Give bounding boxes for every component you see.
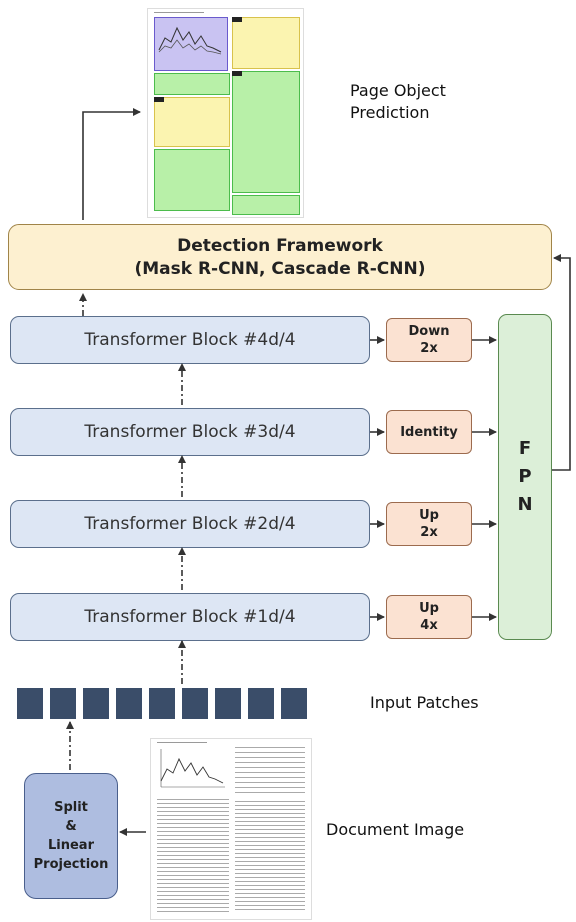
- input-patch: [50, 688, 76, 719]
- fpn-label: F P N: [517, 438, 533, 515]
- transformer-block-2: Transformer Block #2d/4: [10, 500, 370, 548]
- document-image-label: Document Image: [326, 820, 465, 839]
- fpn-box: F P N: [498, 314, 552, 640]
- input-patch: [116, 688, 142, 719]
- split-linear-projection-box: Split & Linear Projection: [24, 773, 118, 899]
- chart-line-icon: [158, 26, 222, 55]
- op-up-4x: Up 4x: [386, 595, 472, 639]
- label-tag: [154, 97, 164, 102]
- input-patch: [281, 688, 307, 719]
- split-label: Split & Linear Projection: [33, 800, 109, 872]
- table-detection-box: [232, 17, 300, 69]
- input-patch: [248, 688, 274, 719]
- transformer-block-4: Transformer Block #4d/4: [10, 316, 370, 364]
- input-patch: [17, 688, 43, 719]
- text-detection-box: [154, 73, 230, 95]
- doc-table: [235, 747, 305, 797]
- detection-subtitle: (Mask R-CNN, Cascade R-CNN): [134, 259, 426, 279]
- input-patches-label: Input Patches: [370, 693, 479, 712]
- transformer-block-3: Transformer Block #3d/4: [10, 408, 370, 456]
- op-identity: Identity: [386, 410, 472, 454]
- text-detection-box: [154, 149, 230, 211]
- document-image: [150, 738, 312, 920]
- table-detection-box: [154, 97, 230, 147]
- doc-text-lines: [235, 801, 305, 913]
- text-detection-box: [232, 195, 300, 215]
- input-patch: [182, 688, 208, 719]
- op-up-2x: Up 2x: [386, 502, 472, 546]
- detection-title: Detection Framework: [177, 236, 383, 256]
- detection-framework-box: Detection Framework (Mask R-CNN, Cascade…: [8, 224, 552, 290]
- page-object-prediction-label: Page Object Prediction: [350, 81, 446, 122]
- doc-text-lines: [157, 799, 229, 913]
- label-tag: [232, 17, 242, 22]
- page-object-prediction-image: [147, 8, 304, 218]
- transformer-block-1: Transformer Block #1d/4: [10, 593, 370, 641]
- input-patch: [83, 688, 109, 719]
- input-patch: [149, 688, 175, 719]
- input-patch: [215, 688, 241, 719]
- label-tag: [232, 71, 242, 76]
- text-detection-box: [232, 71, 300, 193]
- doc-header-line: [157, 742, 207, 743]
- doc-header-line: [154, 12, 204, 13]
- chart-thumbnail: [154, 17, 228, 71]
- chart-thumbnail-icon: [160, 749, 225, 788]
- op-down-2x: Down 2x: [386, 318, 472, 362]
